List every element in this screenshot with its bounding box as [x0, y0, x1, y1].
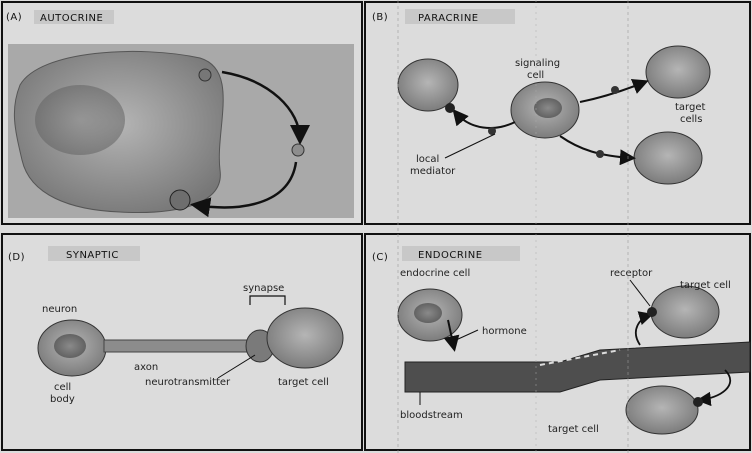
panel-endocrine-title: ENDOCRINE [418, 250, 483, 261]
label-receptor: receptor [610, 268, 653, 279]
panel-synaptic: (D) SYNAPTIC neuron axon cell body synap… [2, 234, 362, 450]
panel-endocrine: (C) ENDOCRINE endocrine cell hormone blo… [365, 234, 750, 450]
paracrine-target-cell-top [646, 46, 710, 98]
label-target-cells: cells [680, 114, 702, 125]
label-bloodstream: bloodstream [400, 410, 463, 421]
paracrine-mediator-2 [611, 86, 619, 94]
paracrine-target-cell-bottom [634, 132, 702, 184]
paracrine-mediator-3 [596, 150, 604, 158]
endocrine-receptor-bottom [693, 397, 703, 407]
panel-synaptic-letter: (D) [8, 252, 25, 263]
endocrine-receptor [647, 307, 657, 317]
label-signaling: signaling [515, 58, 560, 69]
panel-autocrine-letter: (A) [6, 12, 22, 23]
panel-paracrine: (B) PARACRINE signaling cell target cell… [365, 2, 750, 224]
label-axon: axon [134, 362, 158, 373]
panel-synaptic-title: SYNAPTIC [66, 250, 119, 261]
synaptic-target-cell [267, 308, 343, 368]
label-endocrine-cell: endocrine cell [400, 268, 470, 279]
label-cell: cell [54, 382, 71, 393]
panel-autocrine-title: AUTOCRINE [40, 13, 103, 24]
label-synapse: synapse [243, 283, 284, 294]
autocrine-molecule [292, 144, 304, 156]
label-target: target [675, 102, 705, 113]
label-endocrine-target-top: target cell [680, 280, 731, 291]
label-neuron: neuron [42, 304, 77, 315]
endocrine-cell-nucleus [414, 303, 442, 323]
autocrine-receptor-bottom [170, 190, 190, 210]
panel-autocrine: (A) AUTOCRINE [2, 2, 362, 224]
panel-paracrine-letter: (B) [372, 12, 388, 23]
autocrine-receptor-top [199, 69, 211, 81]
paracrine-signaling-nucleus [534, 98, 562, 118]
label-neurotransmitter: neurotransmitter [145, 377, 231, 388]
endocrine-target-cell-top [651, 286, 719, 338]
paracrine-receptor-left [445, 103, 455, 113]
label-local: local [416, 154, 439, 165]
label-signaling-cell: cell [527, 70, 544, 81]
panel-paracrine-title: PARACRINE [418, 13, 479, 24]
synaptic-neuron-nucleus [54, 334, 86, 358]
label-body: body [50, 394, 75, 405]
label-synaptic-target-cell: target cell [278, 377, 329, 388]
endocrine-target-cell-bottom [626, 386, 698, 434]
label-mediator: mediator [410, 166, 456, 177]
panel-endocrine-letter: (C) [372, 252, 388, 263]
autocrine-nucleus [35, 85, 125, 155]
label-hormone: hormone [482, 326, 527, 337]
label-endocrine-target-bottom: target cell [548, 424, 599, 435]
synaptic-axon [104, 340, 252, 352]
